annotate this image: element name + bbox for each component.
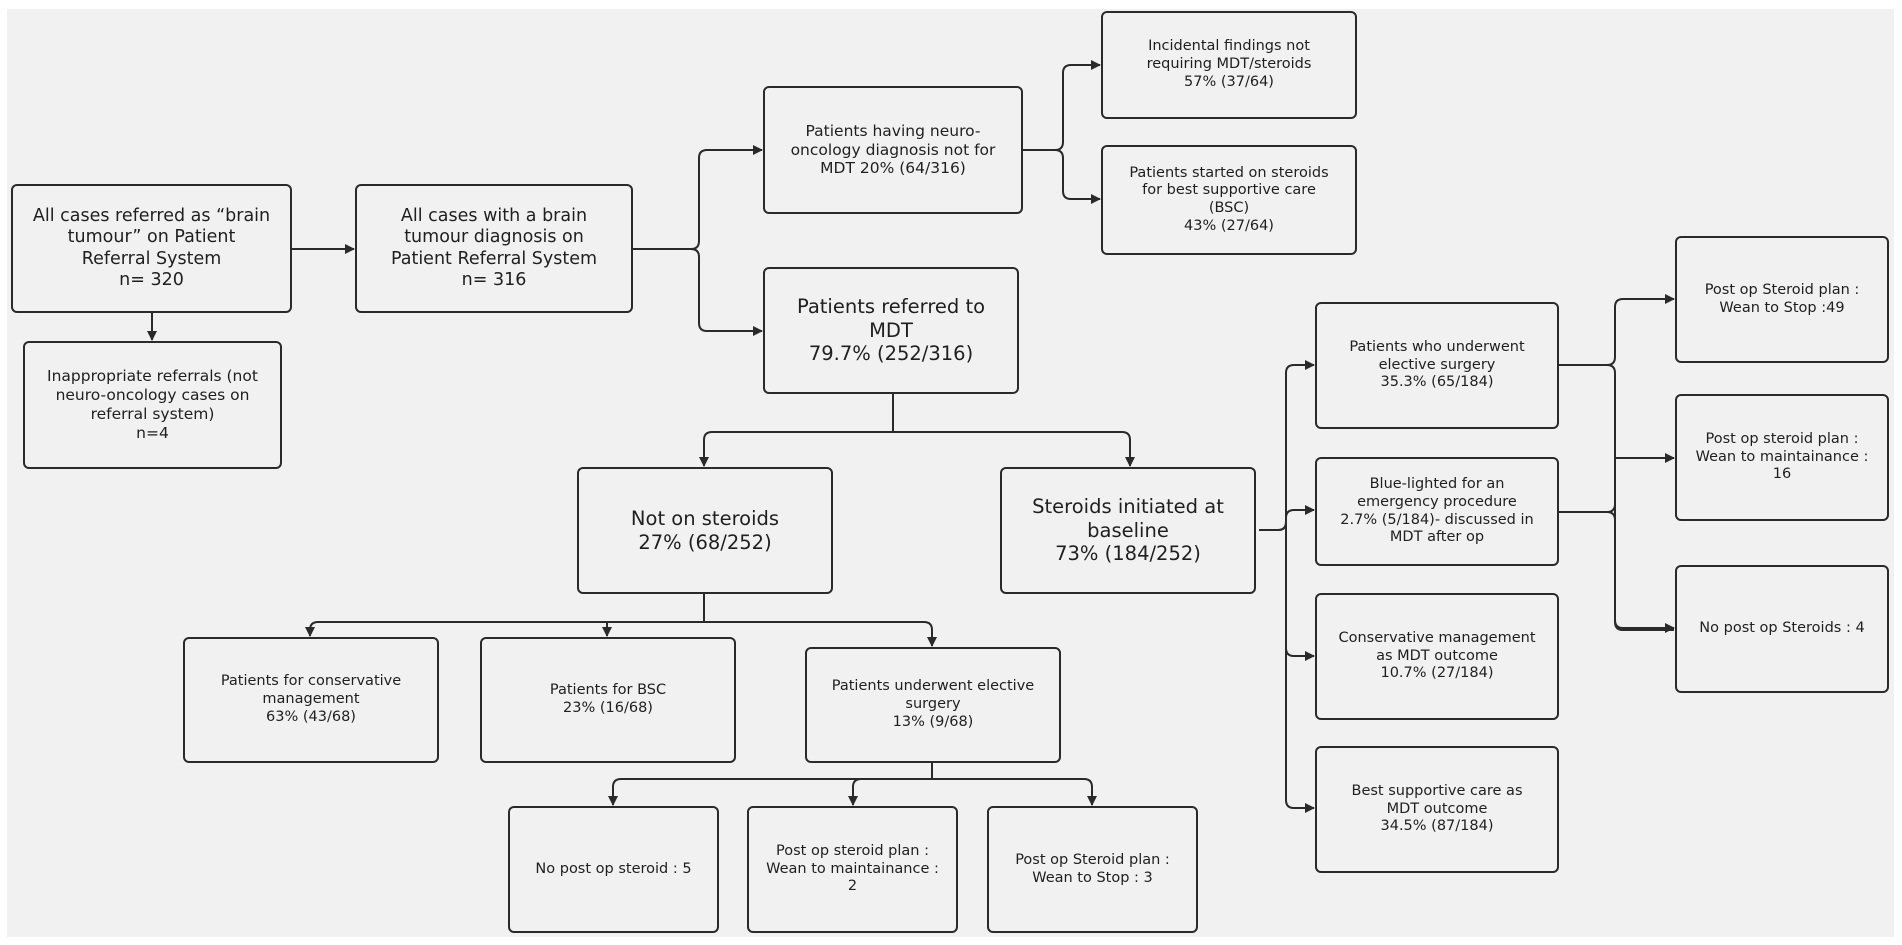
arrow-si-to-elective184 — [1259, 360, 1315, 531]
node-referred-to-mdt: Patients referred to MDT 79.7% (252/316) — [763, 267, 1019, 394]
node-maint-2: Post op steroid plan : Wean to maintaina… — [747, 806, 958, 933]
arrow-not-mdt-to-bsc — [1054, 149, 1101, 204]
node-elective-68-text: Patients underwent elective surgery 13% … — [831, 678, 1035, 730]
node-steroids-initiated: Steroids initiated at baseline 73% (184/… — [1000, 467, 1256, 594]
node-no-postop-5-text: No post op steroid : 5 — [535, 860, 692, 877]
node-emergency-184-text: Blue-lighted for an emergency procedure … — [1340, 476, 1534, 546]
arrow-el184-to-stop49 — [1559, 294, 1675, 366]
arrow-el68-to-maint — [848, 778, 932, 806]
node-stop-49: Post op Steroid plan : Wean to Stop :49 — [1675, 236, 1889, 363]
node-stop-3-text: Post op Steroid plan : Wean to Stop : 3 — [1015, 851, 1170, 886]
node-conservative-68: Patients for conservative management 63%… — [183, 637, 439, 763]
node-maint-16-text: Post op steroid plan : Wean to maintaina… — [1695, 430, 1869, 483]
arrow-el68-to-nopostop — [608, 763, 933, 806]
node-no-postop-4: No post op Steroids : 4 — [1675, 565, 1889, 693]
node-not-on-steroids: Not on steroids 27% (68/252) — [577, 467, 833, 594]
node-brain-tumour-diagnosis-text: All cases with a brain tumour diagnosis … — [390, 205, 598, 290]
node-conservative-68-text: Patients for conservative management 63%… — [220, 673, 402, 725]
node-incidental-findings-text: Incidental findings not requiring MDT/st… — [1146, 38, 1312, 90]
node-no-postop-4-text: No post op Steroids : 4 — [1699, 620, 1865, 637]
arrow-not-mdt-to-incidental — [1023, 60, 1101, 151]
node-steroids-initiated-text: Steroids initiated at baseline 73% (184/… — [1032, 494, 1224, 566]
node-not-on-steroids-text: Not on steroids 27% (68/252) — [630, 506, 780, 554]
node-not-for-mdt: Patients having neuro- oncology diagnosi… — [763, 86, 1023, 214]
arrow-el68-to-stop — [932, 778, 1097, 806]
node-elective-184-text: Patients who underwent elective surgery … — [1349, 338, 1525, 391]
node-conservative-184-text: Conservative management as MDT outcome 1… — [1338, 629, 1536, 682]
arrow-nos-to-conservative — [305, 594, 705, 637]
node-maint-2-text: Post op steroid plan : Wean to maintaina… — [766, 842, 939, 895]
node-elective-68: Patients underwent elective surgery 13% … — [805, 647, 1061, 763]
node-brain-tumour-diagnosis: All cases with a brain tumour diagnosis … — [355, 184, 633, 313]
arrow-tumour-to-referred — [690, 248, 763, 336]
arrow-referred-to-steroids-initiated — [893, 431, 1135, 467]
node-no-postop-5: No post op steroid : 5 — [508, 806, 719, 933]
node-not-for-mdt-text: Patients having neuro- oncology diagnosi… — [790, 121, 996, 178]
node-inappropriate-referrals-text: Inappropriate referrals (not neuro-oncol… — [47, 367, 258, 442]
node-referred-to-mdt-text: Patients referred to MDT 79.7% (252/316) — [796, 294, 986, 366]
arrow-el184-to-maint16 — [1606, 364, 1675, 463]
arrow-nos-to-bsc — [602, 621, 704, 637]
arrow-si-to-emergency184 — [1277, 505, 1315, 531]
node-bsc-184: Best supportive care as MDT outcome 34.5… — [1315, 746, 1559, 873]
node-all-cases-text: All cases referred as “brain tumour” on … — [32, 205, 271, 290]
node-bsc-steroids: Patients started on steroids for best su… — [1101, 145, 1357, 255]
arrow-si-to-bsc184 — [1285, 648, 1315, 813]
arrow-el184-to-nopostop4 — [1614, 458, 1675, 633]
arrow-referred-to-not-on-steroids — [699, 394, 894, 467]
node-bsc-68: Patients for BSC 23% (16/68) — [480, 637, 736, 763]
node-bsc-steroids-text: Patients started on steroids for best su… — [1129, 164, 1329, 234]
arrow-em184-to-plans — [1559, 492, 1616, 513]
node-all-cases: All cases referred as “brain tumour” on … — [11, 184, 292, 313]
node-maint-16: Post op steroid plan : Wean to maintaina… — [1675, 394, 1889, 521]
arrow-em184-to-nopostop4 — [1606, 511, 1674, 631]
node-bsc-184-text: Best supportive care as MDT outcome 34.5… — [1351, 782, 1523, 835]
arrow-nos-to-elective — [704, 621, 937, 647]
node-conservative-184: Conservative management as MDT outcome 1… — [1315, 593, 1559, 720]
node-emergency-184: Blue-lighted for an emergency procedure … — [1315, 457, 1559, 566]
arrow-si-to-conservative184 — [1285, 522, 1315, 661]
node-elective-184: Patients who underwent elective surgery … — [1315, 302, 1559, 429]
node-bsc-68-text: Patients for BSC 23% (16/68) — [549, 682, 667, 716]
arrow-tumour-to-not-mdt — [633, 145, 763, 250]
node-incidental-findings: Incidental findings not requiring MDT/st… — [1101, 11, 1357, 119]
node-stop-3: Post op Steroid plan : Wean to Stop : 3 — [987, 806, 1198, 933]
node-stop-49-text: Post op Steroid plan : Wean to Stop :49 — [1704, 281, 1860, 316]
node-inappropriate-referrals: Inappropriate referrals (not neuro-oncol… — [23, 341, 282, 469]
